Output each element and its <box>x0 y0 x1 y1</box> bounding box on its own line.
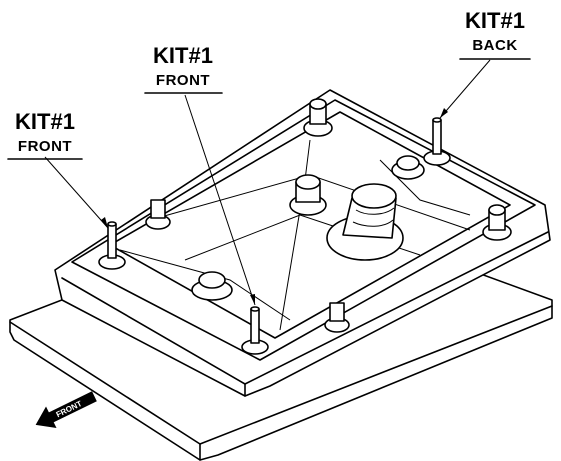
corner-bolt-rear <box>303 98 333 137</box>
callout-front-left-subtitle: FRONT <box>18 138 72 155</box>
callout-back-title: KIT#1 <box>465 8 525 33</box>
kit-stud-front-left <box>98 221 126 270</box>
kit-stud-front-center <box>241 306 269 355</box>
corner-bolt-front <box>324 302 350 333</box>
kit-stud-back <box>423 117 451 166</box>
central-fitting <box>326 183 404 261</box>
callout-front-center: KIT#1 FRONT <box>144 43 223 94</box>
callout-front-left: KIT#1 FRONT <box>7 109 83 160</box>
hex-nut-center <box>289 174 327 216</box>
corner-bolt-right <box>482 204 512 241</box>
hex-nut-front-mid <box>191 271 233 301</box>
hex-nut-back-mid <box>391 155 425 180</box>
callout-front-center-subtitle: FRONT <box>156 72 210 89</box>
callout-front-center-title: KIT#1 <box>153 43 213 68</box>
callout-front-left-title: KIT#1 <box>15 109 75 134</box>
arrow-icon <box>35 391 97 429</box>
corner-bolt-left <box>145 199 171 230</box>
callout-back-subtitle: BACK <box>472 37 517 54</box>
arrow-label: FRONT <box>55 399 84 419</box>
front-direction-arrow: FRONT <box>35 391 97 429</box>
callout-back: KIT#1 BACK <box>459 8 531 60</box>
leader-lines <box>44 59 491 306</box>
